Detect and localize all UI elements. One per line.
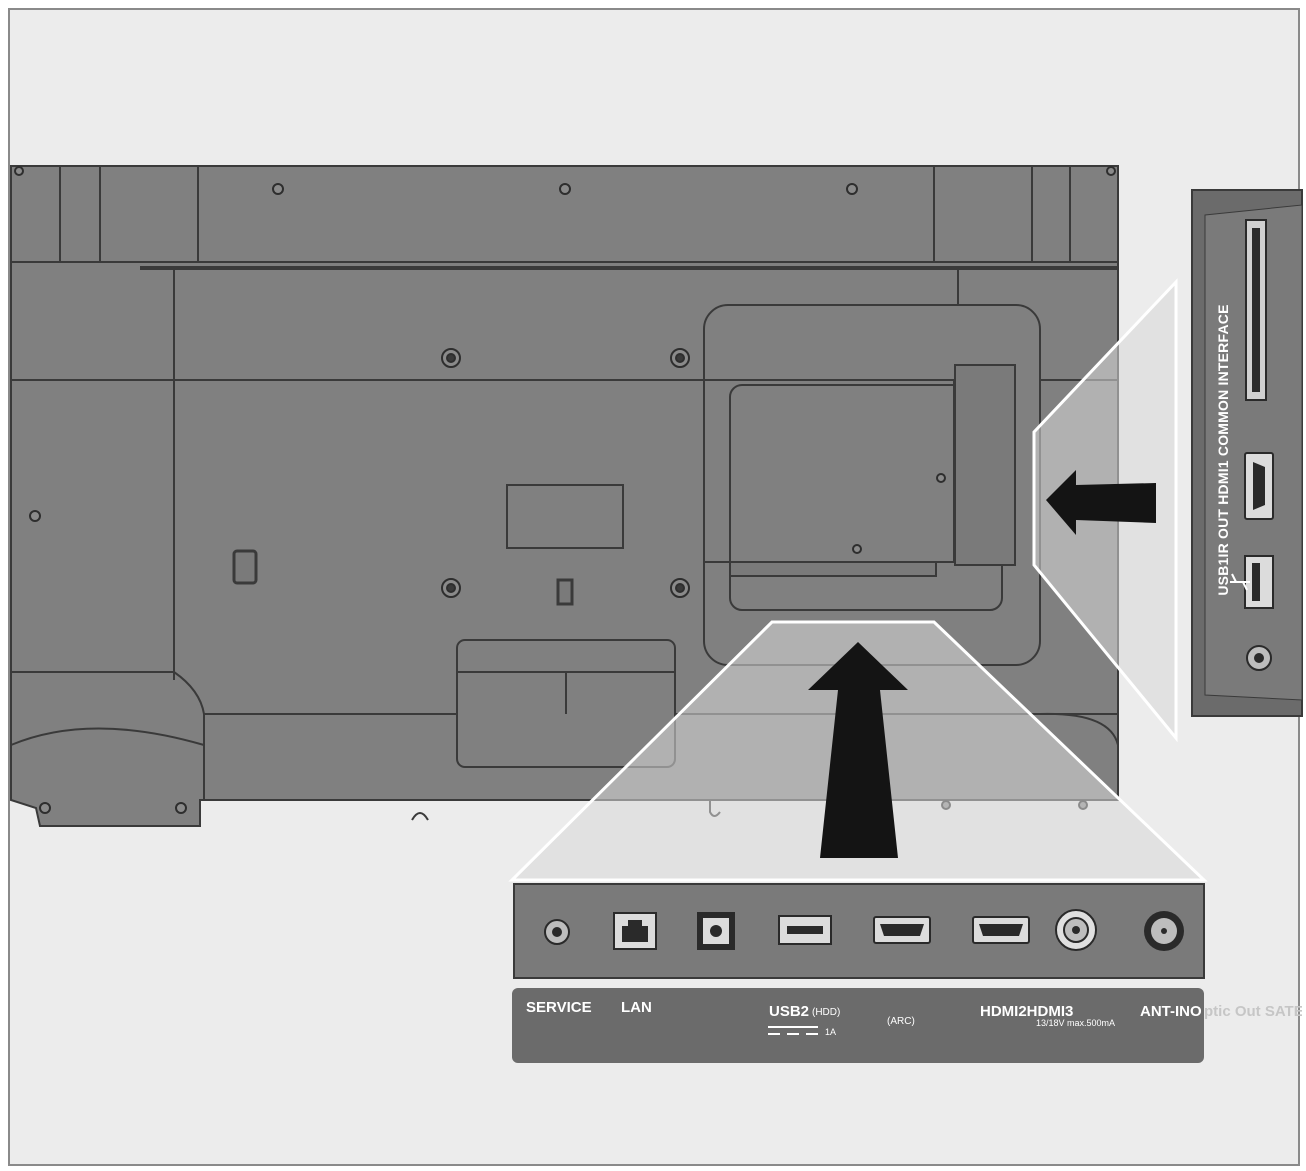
label-lnb-power: 13/18V max.500mA (1036, 1018, 1116, 1028)
arrow-up-icon (808, 642, 908, 858)
satellite-f-connector-icon (1144, 911, 1184, 951)
arrow-left-icon (1046, 470, 1156, 535)
label-usb2-power: 1A (825, 1027, 837, 1037)
hdmi-port-icon (1244, 452, 1274, 520)
dc-power-symbol-icon (768, 1026, 818, 1035)
usb-port-icon (778, 915, 832, 945)
hdmi-port-icon (873, 916, 931, 944)
label-optic-out-satel-overflow: ptic Out SATEL (1204, 1003, 1302, 1020)
label-hdmi2-hdmi3: HDMI2HDMI3 (980, 1003, 1074, 1020)
label-usb2: USB2 (769, 1003, 810, 1020)
service-jack-icon (544, 919, 570, 945)
label-lan: LAN (621, 999, 652, 1016)
label-service: SERVICE (526, 999, 592, 1016)
screws (14, 166, 1116, 814)
ci-slot-icon (1245, 219, 1267, 401)
lan-port-icon (613, 912, 657, 950)
antenna-coax-icon (1055, 909, 1097, 951)
bottom-connector-panel (512, 883, 1205, 1063)
optical-out-icon (697, 912, 735, 950)
label-usb2-hdd: (HDD) (812, 1007, 841, 1018)
side-connector-panel (1191, 189, 1303, 717)
ir-out-jack-icon (1246, 645, 1272, 671)
label-arc: (ARC) (887, 1016, 915, 1027)
label-ant-in: ANT-INO (1140, 1003, 1202, 1020)
usb-symbol-icon (1230, 573, 1250, 591)
side-panel-label: USB1IR OUT HDMI1 COMMON INTERFACE (1215, 304, 1231, 596)
hdmi-port-icon (972, 916, 1030, 944)
